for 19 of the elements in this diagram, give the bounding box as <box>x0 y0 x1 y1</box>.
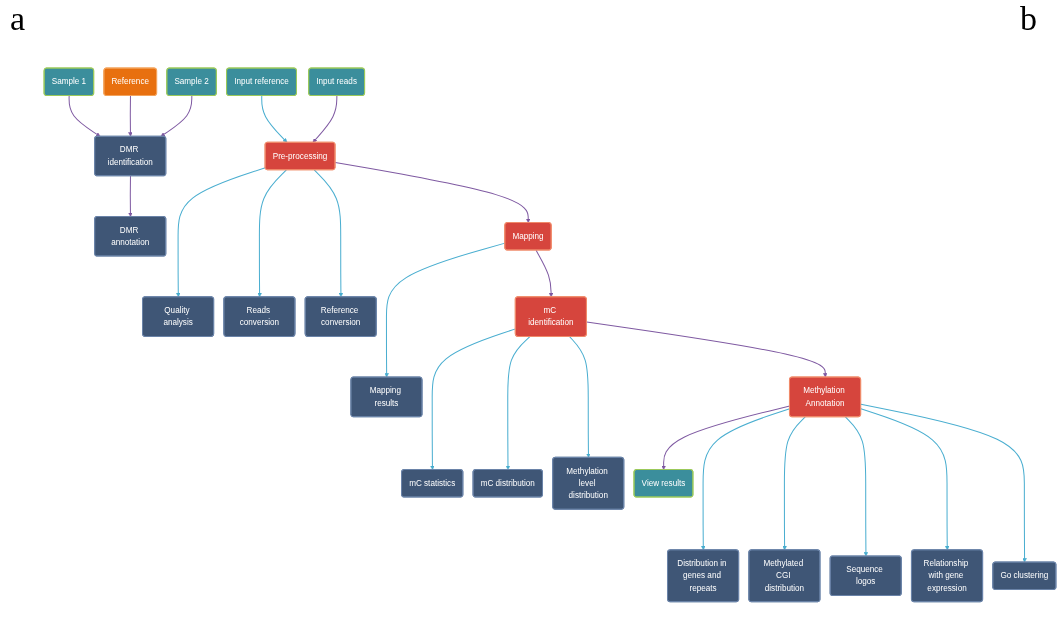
arrow <box>68 95 101 137</box>
arrow <box>860 403 1027 563</box>
arrow <box>860 408 950 551</box>
arrow <box>257 169 287 298</box>
arrow <box>160 95 193 137</box>
arrow <box>844 416 869 557</box>
arrow <box>535 249 554 298</box>
arrow <box>782 416 806 551</box>
arrow <box>313 169 344 298</box>
arrow <box>312 95 338 143</box>
arrow <box>128 175 133 218</box>
arrow <box>128 95 133 137</box>
arrow <box>261 95 288 143</box>
arrow <box>586 321 828 378</box>
arrow <box>505 336 531 471</box>
arrow <box>569 336 591 458</box>
arrow <box>176 167 266 298</box>
panel-label: b <box>1020 0 1037 38</box>
panel-label: a <box>10 0 26 38</box>
